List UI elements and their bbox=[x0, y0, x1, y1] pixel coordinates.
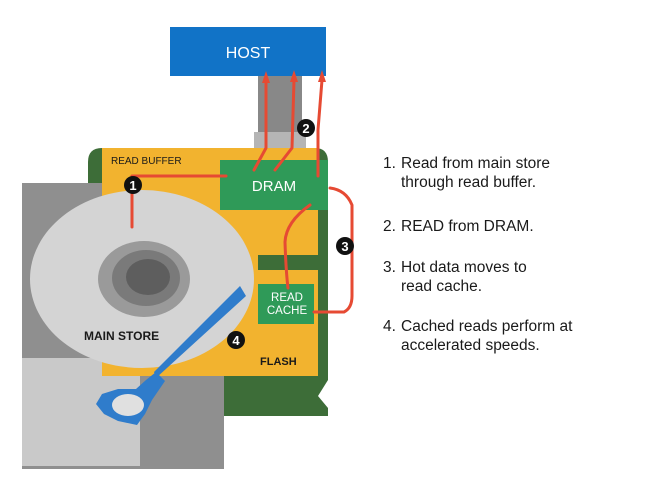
flash-label: FLASH bbox=[260, 356, 297, 368]
step-badge-4: 4 bbox=[227, 331, 245, 349]
read-cache-chip bbox=[258, 284, 314, 324]
data-flow-paths bbox=[130, 78, 354, 314]
badge-circle bbox=[227, 331, 245, 349]
arm-pivot bbox=[112, 394, 144, 416]
step-badge-3: 3 bbox=[336, 237, 354, 255]
step-text: Hot data moves to read cache. bbox=[401, 259, 527, 295]
step-number: 2. bbox=[383, 218, 396, 235]
read-cache-label-line1: READ bbox=[271, 292, 303, 304]
arrowhead-1 bbox=[262, 71, 270, 83]
dram-chip bbox=[220, 160, 328, 210]
badge-circle bbox=[336, 237, 354, 255]
host-label: HOST bbox=[226, 45, 271, 62]
flow-arrowheads bbox=[262, 70, 326, 83]
host-box bbox=[170, 27, 326, 76]
badge-number: 4 bbox=[232, 333, 240, 348]
step-badge-1: 1 bbox=[124, 176, 142, 194]
host-connector-base bbox=[254, 132, 306, 148]
step-text: READ from DRAM. bbox=[401, 218, 534, 235]
read-buffer-label: READ BUFFER bbox=[111, 156, 182, 167]
step-badge-2: 2 bbox=[297, 119, 315, 137]
step-number: 3. bbox=[383, 259, 396, 276]
step-item-1: 1. Read from main store through read buf… bbox=[383, 154, 648, 192]
step-text: Cached reads perform at accelerated spee… bbox=[401, 318, 573, 354]
dram-label: DRAM bbox=[252, 178, 296, 195]
arrowhead-3 bbox=[318, 70, 326, 82]
badge-circle bbox=[124, 176, 142, 194]
board-gap bbox=[258, 255, 318, 270]
step-item-4: 4. Cached reads perform at accelerated s… bbox=[383, 317, 648, 355]
actuator-arm-tip bbox=[154, 286, 246, 378]
badge-number: 2 bbox=[302, 121, 309, 136]
flow-dram-to-cache bbox=[283, 203, 312, 290]
read-cache-label-line2: CACHE bbox=[267, 305, 308, 317]
flow-dram-to-host-2 bbox=[273, 78, 296, 172]
step-item-2: 2. READ from DRAM. bbox=[383, 217, 648, 236]
badge-number: 1 bbox=[129, 178, 136, 193]
flow-dram-to-host-1 bbox=[252, 78, 268, 172]
flow-main-store-to-dram bbox=[130, 174, 228, 229]
step-text: Read from main store through read buffer… bbox=[401, 155, 551, 191]
flow-dram-to-host-3 bbox=[316, 78, 324, 178]
flow-cache-loop bbox=[312, 186, 354, 314]
main-store-label: MAIN STORE bbox=[84, 329, 159, 343]
badge-number: 3 bbox=[341, 239, 348, 254]
step-number: 4. bbox=[383, 318, 396, 335]
step-number: 1. bbox=[383, 155, 396, 172]
arrowhead-2 bbox=[290, 70, 298, 82]
badge-circle bbox=[297, 119, 315, 137]
spindle-hub bbox=[126, 259, 170, 295]
step-item-3: 3. Hot data moves to read cache. bbox=[383, 258, 648, 296]
